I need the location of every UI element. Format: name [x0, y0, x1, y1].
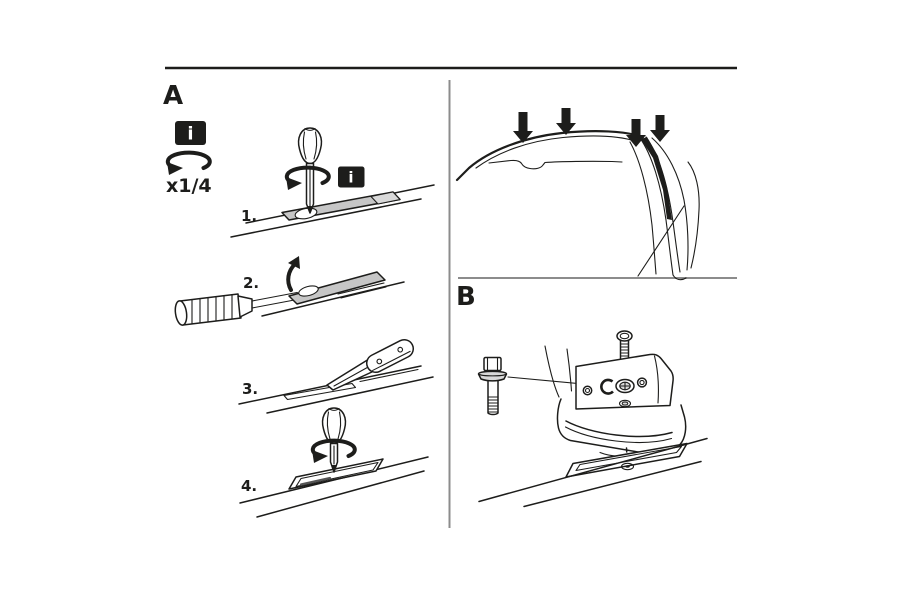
step-2-lift-arrow [286, 256, 300, 292]
step-3: 3. [238, 338, 434, 414]
step-1-screwdriver [297, 127, 323, 214]
step-4-label: 4. [241, 477, 257, 495]
step-2-label: 2. [243, 274, 259, 292]
roof-mounting-overview [455, 108, 700, 281]
step-2: 2. [174, 256, 405, 326]
car-roof-drawing [455, 130, 700, 281]
mount-arrow-4 [650, 115, 670, 142]
section-b: B [456, 282, 708, 508]
mount-arrow-2 [556, 108, 576, 135]
rail-line-1 [478, 437, 708, 503]
step-4-open-channel [288, 458, 384, 490]
step-4: 4. [239, 407, 429, 518]
flange-bolt-drawing [477, 356, 508, 416]
step-1-info-icon: i [338, 166, 365, 188]
step-1-info-icon-glyph: i [348, 169, 353, 187]
section-a: A i x1/4 1. [163, 81, 435, 518]
step-2-screwdriver [174, 291, 303, 326]
step-1-cover-strip [281, 191, 401, 221]
step-1: 1. [230, 127, 435, 238]
info-icon: i [175, 121, 206, 145]
rail-channel-drawing [478, 437, 708, 508]
rotate-quarter-turn-icon [165, 150, 212, 177]
step-4-screwdriver [321, 407, 347, 473]
mount-arrow-3 [626, 119, 646, 147]
step-2-cover-strip-lifting [288, 271, 387, 305]
info-icon-glyph: i [187, 124, 193, 145]
rail-line-2 [523, 460, 702, 508]
step-3-label: 3. [242, 380, 258, 398]
rotation-amount-label: x1/4 [166, 175, 212, 197]
step-2-rail [261, 281, 405, 317]
mounting-foot-drawing [556, 353, 687, 458]
roof-contour-lines [544, 345, 573, 398]
mount-point-arrows [513, 108, 670, 147]
section-b-label: B [456, 282, 476, 312]
mount-arrow-1 [513, 112, 533, 143]
section-a-label: A [163, 81, 183, 111]
step-3-rail [238, 365, 434, 414]
step-3-removal-tool [326, 338, 415, 391]
step-1-label: 1. [241, 207, 257, 225]
frame [165, 66, 737, 528]
